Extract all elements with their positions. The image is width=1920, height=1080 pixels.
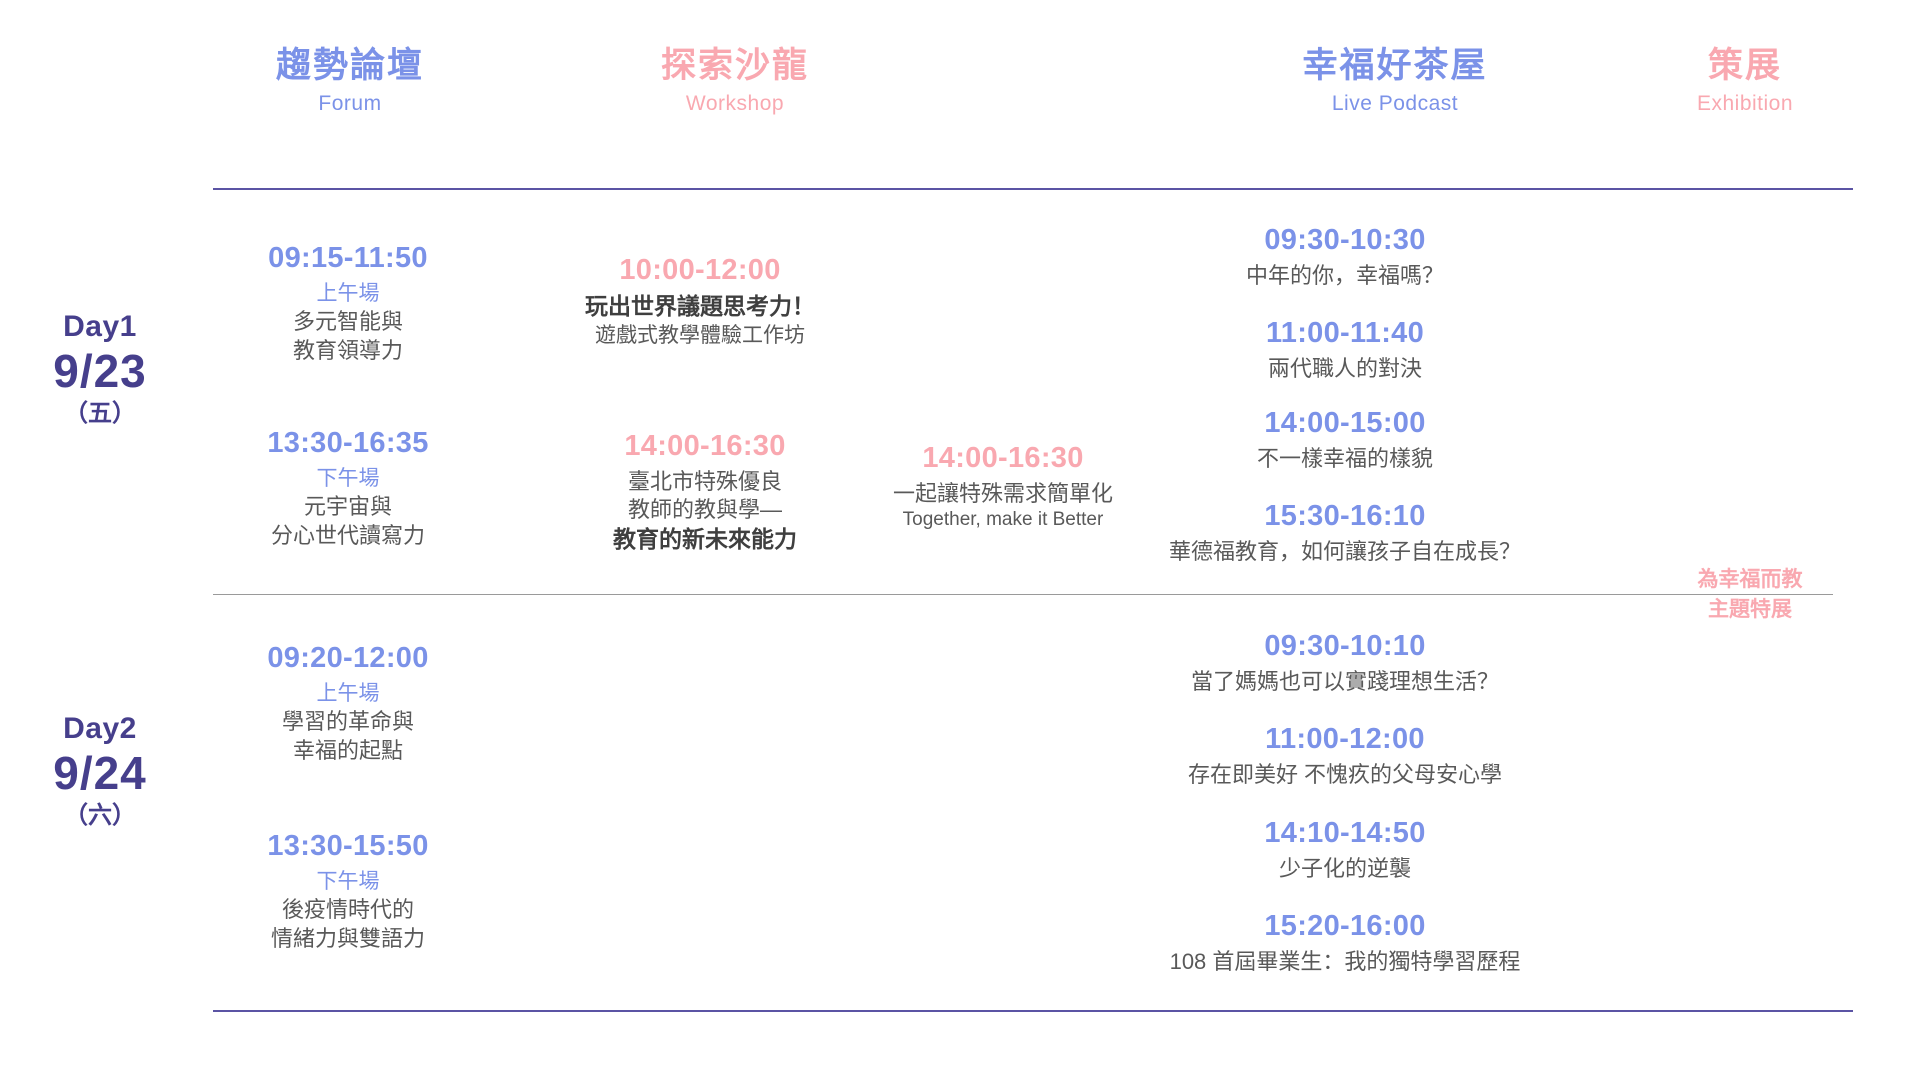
session-title-line2: 分心世代讀寫力 <box>270 522 425 548</box>
column-header-workshop: 探索沙龍 Workshop <box>620 46 850 115</box>
session-time: 09:20-12:00 <box>267 642 429 674</box>
session-title-line2: 遊戲式教學體驗工作坊 <box>595 323 805 347</box>
session-title-line1: 一起讓特殊需求簡單化 <box>892 480 1113 506</box>
session-subtitle: 下午場 <box>316 869 380 893</box>
session-day1-podcast-1[interactable]: 09:30-10:30 中年的你，幸福嗎？ <box>1120 222 1570 290</box>
session-title-line1: 後疫情時代的 <box>281 896 414 922</box>
session-time: 10:00-12:00 <box>619 254 781 286</box>
session-subtitle: 下午場 <box>316 466 380 490</box>
session-title-line2: 情緒力與雙語力 <box>270 925 425 951</box>
day2-date: 9/24 <box>53 746 147 799</box>
session-title-line1: 中年的你，幸福嗎？ <box>1245 262 1444 288</box>
exhibition-note[interactable]: 為幸福而教 主題特展 <box>1650 565 1850 626</box>
column-header-workshop-ch: 探索沙龍 <box>660 46 809 85</box>
session-day2-forum-afternoon[interactable]: 13:30-15:50 下午場 後疫情時代的 情緒力與雙語力 <box>218 828 478 953</box>
session-day1-podcast-2[interactable]: 11:00-11:40 兩代職人的對決 <box>1120 315 1570 383</box>
session-day2-podcast-2[interactable]: 11:00-12:00 存在即美好 不愧疚的父母安心學 <box>1080 721 1610 789</box>
session-time: 11:00-11:40 <box>1265 317 1425 349</box>
column-header-exhibition: 策展 Exhibition <box>1650 46 1840 115</box>
session-title-line1: 多元智能與 <box>292 308 403 334</box>
session-title-line1: 臺北市特殊優良 <box>627 468 782 494</box>
session-time: 14:00-16:30 <box>922 442 1084 474</box>
session-day1-podcast-4[interactable]: 15:30-16:10 華德福教育，如何讓孩子自在成長？ <box>1080 498 1610 566</box>
divider-bottom <box>213 1010 1853 1012</box>
day-label-day2: Day2 9/24 （六） <box>0 712 200 830</box>
session-title-line1: 少子化的逆襲 <box>1278 855 1411 881</box>
day2-weekday: （六） <box>64 802 136 830</box>
exhibition-note-line2: 主題特展 <box>1708 598 1792 622</box>
session-time: 15:30-16:10 <box>1264 500 1426 532</box>
column-header-exhibition-ch: 策展 <box>1707 46 1782 85</box>
day2-name: Day2 <box>63 712 137 745</box>
session-day1-together-make-it-better[interactable]: 14:00-16:30 一起讓特殊需求簡單化 Together, make it… <box>838 440 1168 533</box>
session-day2-podcast-3[interactable]: 14:10-14:50 少子化的逆襲 <box>1080 815 1610 883</box>
session-title-line1: 學習的革命與 <box>281 708 414 734</box>
column-header-live-podcast: 幸福好茶屋 Live Podcast <box>1270 46 1520 115</box>
session-day1-forum-afternoon[interactable]: 13:30-16:35 下午場 元宇宙與 分心世代讀寫力 <box>218 425 478 550</box>
divider-top <box>213 188 1853 190</box>
session-title-line2: 教師的教與學— <box>627 497 782 523</box>
session-time: 14:10-14:50 <box>1264 817 1426 849</box>
session-time: 11:00-12:00 <box>1265 723 1425 755</box>
session-day1-workshop-afternoon[interactable]: 14:00-16:30 臺北市特殊優良 教師的教與學— 教育的新未來能力 <box>555 428 855 555</box>
session-title-line1: 兩代職人的對決 <box>1267 355 1422 381</box>
session-time: 14:00-15:00 <box>1264 407 1426 439</box>
session-time: 09:30-10:10 <box>1264 630 1426 662</box>
session-title-line3: 教育的新未來能力 <box>613 525 797 552</box>
column-header-live-podcast-ch: 幸福好茶屋 <box>1302 46 1488 85</box>
session-day2-forum-morning[interactable]: 09:20-12:00 上午場 學習的革命與 幸福的起點 <box>218 640 478 765</box>
session-title-line1: 存在即美好 不愧疚的父母安心學 <box>1187 761 1503 787</box>
session-subtitle: 上午場 <box>316 681 380 705</box>
session-title-line1: 當了媽媽也可以實踐理想生活？ <box>1190 668 1499 694</box>
session-title-line2: 幸福的起點 <box>292 737 403 763</box>
session-day1-workshop-morning[interactable]: 10:00-12:00 玩出世界議題思考力！ 遊戲式教學體驗工作坊 <box>540 252 860 349</box>
session-time: 15:20-16:00 <box>1264 910 1426 942</box>
day-label-day1: Day1 9/23 （五） <box>0 310 200 428</box>
session-time: 09:15-11:50 <box>268 242 428 274</box>
session-time: 13:30-16:35 <box>267 427 429 459</box>
session-title-line1: 玩出世界議題思考力！ <box>585 292 815 319</box>
session-title-line2: Together, make it Better <box>902 509 1104 531</box>
column-header-forum-en: Forum <box>318 91 382 115</box>
column-header-workshop-en: Workshop <box>685 91 785 115</box>
day1-date: 9/23 <box>53 344 147 397</box>
session-day2-podcast-4[interactable]: 15:20-16:00 108 首屆畢業生：我的獨特學習歷程 <box>1060 908 1630 976</box>
column-header-row: 趨勢論壇 Forum 探索沙龍 Workshop 幸福好茶屋 Live Podc… <box>0 46 1920 158</box>
column-header-exhibition-en: Exhibition <box>1696 91 1794 115</box>
session-title-line1: 108 首屆畢業生：我的獨特學習歷程 <box>1169 948 1521 974</box>
exhibition-note-line1: 為幸福而教 <box>1697 568 1803 591</box>
session-time: 13:30-15:50 <box>267 830 429 862</box>
divider-between-days <box>213 594 1833 595</box>
column-header-forum-ch: 趨勢論壇 <box>275 46 424 85</box>
session-title-line2: 教育領導力 <box>292 337 403 363</box>
session-day1-forum-morning[interactable]: 09:15-11:50 上午場 多元智能與 教育領導力 <box>218 240 478 365</box>
session-subtitle: 上午場 <box>316 281 380 305</box>
session-day2-podcast-1[interactable]: 09:30-10:10 當了媽媽也可以實踐理想生活？ <box>1080 628 1610 696</box>
session-day1-podcast-3[interactable]: 14:00-15:00 不一樣幸福的樣貌 <box>1120 405 1570 473</box>
session-title-line1: 不一樣幸福的樣貌 <box>1256 445 1433 471</box>
session-title-line1: 華德福教育，如何讓孩子自在成長？ <box>1168 538 1521 564</box>
session-time: 09:30-10:30 <box>1264 224 1426 256</box>
session-title-line1: 元宇宙與 <box>303 493 392 519</box>
column-header-forum: 趨勢論壇 Forum <box>235 46 465 115</box>
column-header-live-podcast-en: Live Podcast <box>1331 91 1459 115</box>
day1-name: Day1 <box>63 310 137 343</box>
day1-weekday: （五） <box>64 400 136 428</box>
session-time: 14:00-16:30 <box>624 430 786 462</box>
